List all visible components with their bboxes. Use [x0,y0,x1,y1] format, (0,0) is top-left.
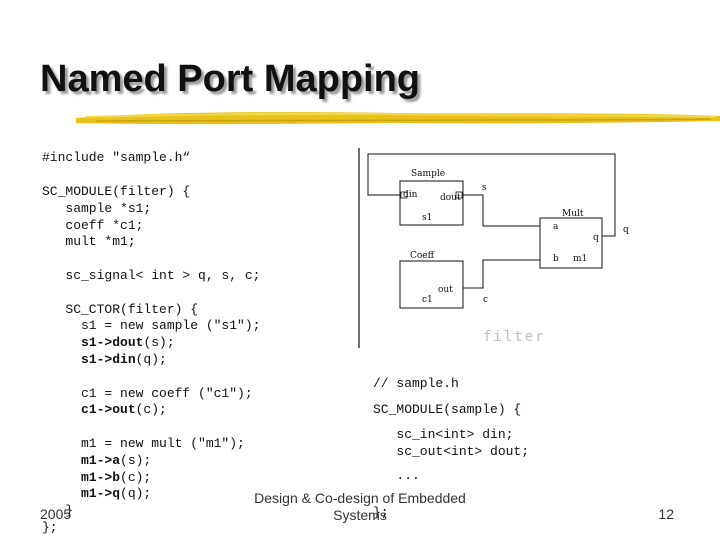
footer-year: 2005 [40,506,72,522]
code-close-inner: } [42,503,74,519]
code-right-module-open: SC_MODULE(sample) { [373,402,522,417]
code-c1-new: c1 = new coeff ("c1"); [42,385,253,401]
code-decl-sample: sample *s1; [42,200,152,216]
footer-course-line1: Design & Co-design of Embedded [254,490,466,506]
code-decl-coeff: coeff *c1; [42,217,144,233]
code-s1-new: s1 = new sample ("s1"); [42,318,261,334]
filter-block-diagram: Sample din dout s1 s Mult a q b m1 q Coe… [358,148,629,348]
signal-c-wire [463,259,540,289]
coeff-out-port: out [438,285,453,295]
coeff-block [399,260,464,309]
signal-q-wire [367,153,616,237]
code-m1-b: m1->b(c); [81,469,152,485]
footer-course-line2: Systems [333,507,387,523]
signal-s-label: s [482,183,487,193]
code-m1-q: m1->q(q); [81,486,152,502]
mult-b-port: b [553,254,559,264]
code-ctor: SC_CTOR(filter) { [42,301,199,317]
sample-dout-port: dout [440,193,461,203]
coeff-block-label: Coeff [410,251,435,261]
sample-instance-name: s1 [422,213,432,223]
page-number: 12 [658,506,674,522]
code-include: #include "sample.h“ [42,150,191,165]
code-close-outer: }; [42,520,58,535]
sample-din-port: din [403,190,418,200]
code-m1-new: m1 = new mult ("m1"); [42,436,245,451]
slide-title: Named Port Mapping [40,58,421,100]
code-s1-din: s1->din(q); [81,352,167,367]
code-c1-out: c1->out(c); [81,402,167,418]
code-signals: sc_signal< int > q, s, c; [42,268,261,283]
filter-module-label: filter [483,329,546,345]
mult-q-port: q [593,233,599,243]
code-right-port-out: sc_out<int> dout; [373,443,530,459]
title-underline-brush [76,112,720,125]
code-right-port-in: sc_in<int> din; [373,427,514,442]
code-m1-a: m1->a(s); [81,452,152,468]
signal-q-label: q [623,225,629,235]
footer-course-title: Design & Co-design of Embedded Systems [240,490,480,524]
coeff-instance-name: c1 [422,295,433,305]
signal-s-wire [463,194,540,227]
code-module-open: SC_MODULE(filter) { [42,184,191,199]
mult-block [539,217,603,269]
mult-instance-name: m1 [573,254,587,264]
sample-block [399,180,464,226]
code-decl-mult: mult *m1; [42,234,136,250]
code-right-close: }; [373,505,389,520]
code-s1-dout: s1->dout(s); [81,335,175,351]
mult-a-port: a [553,222,559,232]
sample-block-label: Sample [411,169,445,179]
code-right-comment: // sample.h [373,376,459,391]
code-right-ellipsis: ... [373,468,420,483]
signal-c-label: c [483,295,488,305]
mult-block-label: Mult [562,209,584,219]
